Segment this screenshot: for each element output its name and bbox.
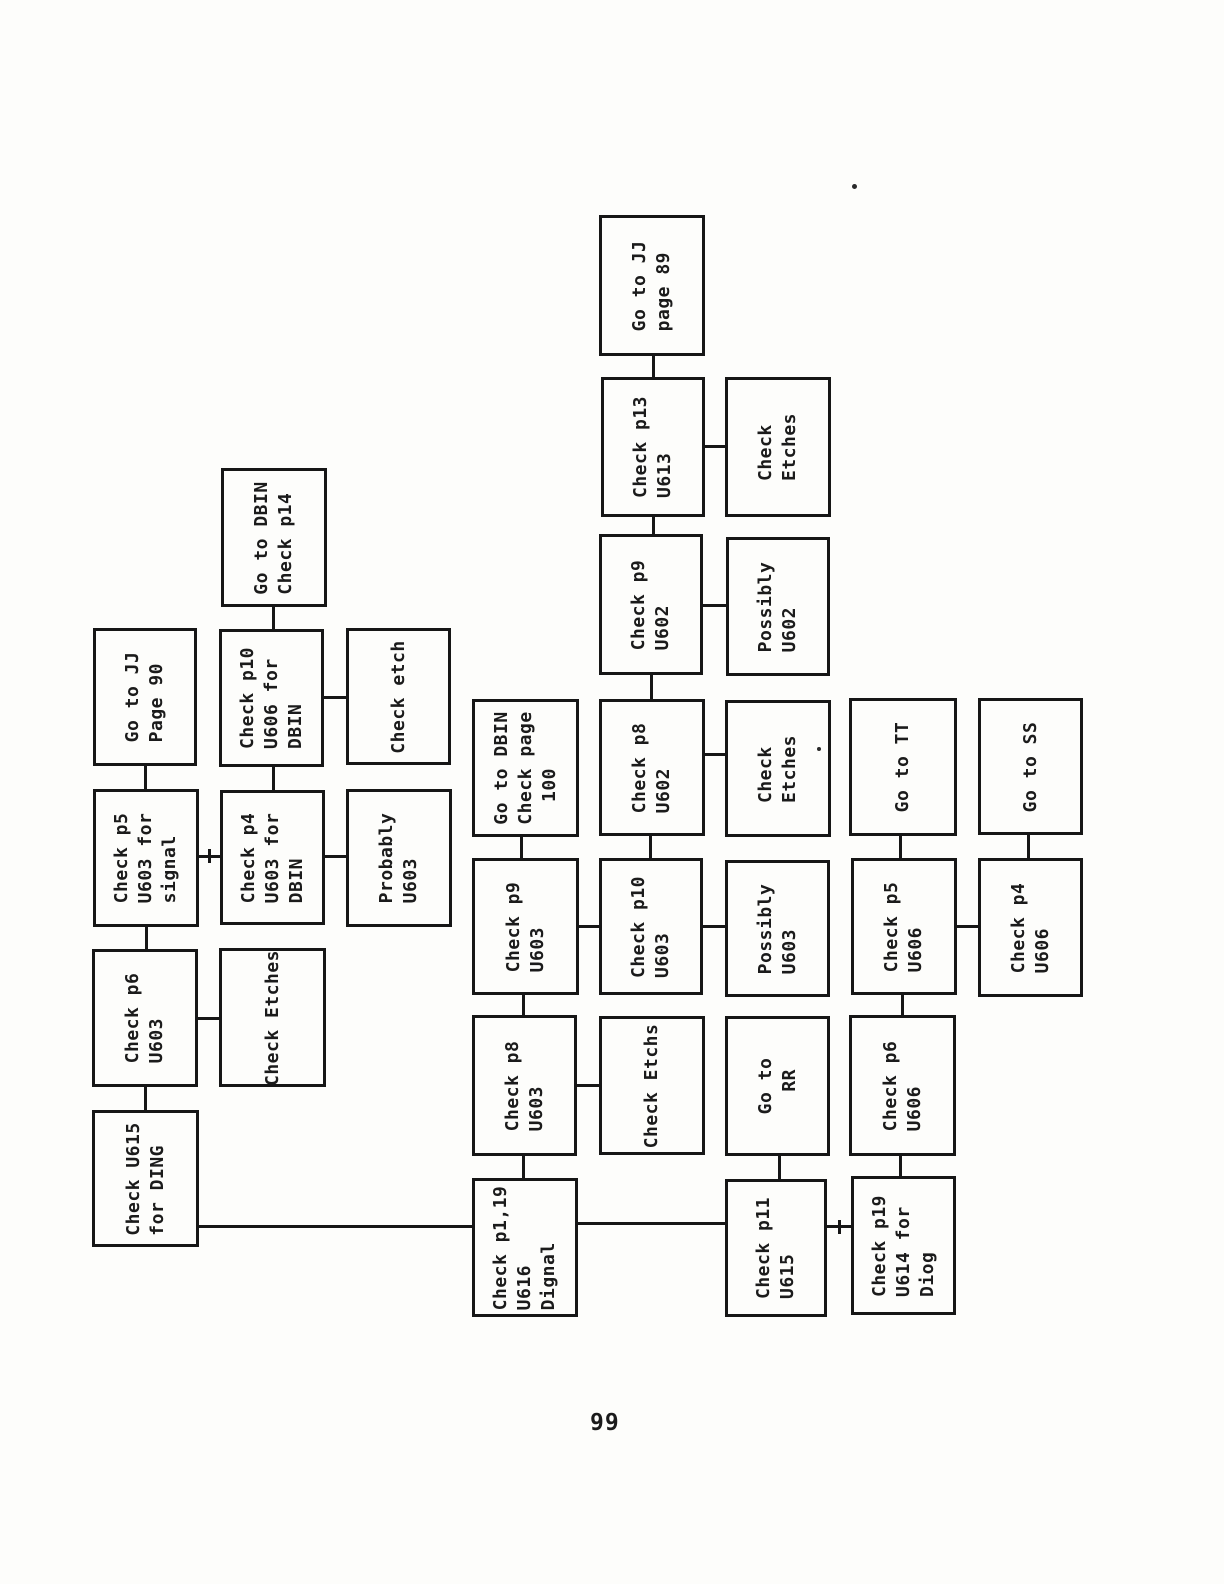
flowchart-box-label: Check etch <box>387 639 409 754</box>
flowchart-box-label: Check p9 U603 <box>502 881 548 972</box>
flowchart-box-label: Check p13 U613 <box>630 395 675 499</box>
connector-line <box>577 925 601 928</box>
flowchart-box-check-p6-u606: Check p6 U606 <box>849 1015 956 1156</box>
flowchart-box-check-u615-for-ding: Check U615 for DING <box>92 1110 199 1247</box>
flowchart-box-possibly-u603: Possibly U603 <box>725 860 830 997</box>
flowchart-box-label: Check p10 U606 for DBIN <box>236 646 306 750</box>
flowchart-box-label: Check p19 U614 for Diog <box>868 1194 938 1297</box>
connector-line <box>144 1087 147 1110</box>
connector-line <box>899 1156 902 1176</box>
flowchart-box-go-to-dbin-check-p14: Go to DBIN Check p14 <box>221 468 327 607</box>
flowchart-box-label: Check p11 U615 <box>753 1196 798 1300</box>
flowchart-box-check-p19-u614-for-diog: Check p19 U614 for Diog <box>851 1176 956 1315</box>
flowchart-box-label: Possibly U602 <box>755 561 800 652</box>
connector-line <box>703 753 727 756</box>
connector-line <box>520 837 523 858</box>
flowchart-box-probably-u603: Probably U603 <box>346 789 452 927</box>
flowchart-box-label: Check p10 U603 <box>628 875 673 978</box>
flowchart-box-check-p8-u602: Check p8 U602 <box>599 699 705 836</box>
connector-junction-tick <box>208 849 211 863</box>
flowchart-box-label: Check p5 U603 for signal <box>111 812 180 904</box>
flowchart-box-go-to-jj-page-90: Go to JJ Page 90 <box>93 628 197 766</box>
flowchart-box-label: Possibly U603 <box>754 883 800 974</box>
flowchart-box-label: Go to TT <box>892 721 913 813</box>
connector-line <box>899 836 902 858</box>
flowchart-box-label: Check Etchs <box>641 1023 662 1148</box>
flowchart-box-check-p6-u603: Check p6 U603 <box>92 949 198 1087</box>
flowchart-box-check-p1-19-u616-dignal: Check p1,19 U616 Dignal <box>472 1178 578 1317</box>
connector-line <box>522 995 525 1015</box>
scan-speck <box>852 184 857 189</box>
flowchart-box-check-etches-u602: Check Etches <box>725 700 831 837</box>
connector-line <box>652 517 655 534</box>
flowchart-box-check-p9-u603: Check p9 U603 <box>472 858 579 995</box>
connector-line <box>322 696 348 699</box>
flowchart-box-check-p8-u603: Check p8 U603 <box>472 1015 577 1156</box>
flowchart-box-label: Check Etches <box>261 949 283 1086</box>
page-number: 99 <box>590 1410 620 1436</box>
flowchart-box-label: Check p1,19 U616 Dignal <box>490 1185 559 1310</box>
flowchart-box-check-p5-u606: Check p5 U606 <box>851 858 957 995</box>
flowchart-box-check-etches-u613: Check Etches <box>725 377 831 517</box>
flowchart-box-check-p11-u615: Check p11 U615 <box>725 1179 827 1317</box>
flowchart-box-go-to-dbin-check-page-100: Go to DBIN Check page 100 <box>472 699 579 837</box>
flowchart-box-check-p10-u603: Check p10 U603 <box>599 858 703 995</box>
connector-line <box>778 1156 781 1179</box>
flowchart-box-label: Probably U603 <box>376 812 421 904</box>
flowchart-box-check-p13-u613: Check p13 U613 <box>601 377 705 517</box>
flowchart-box-label: Go to DBIN Check page 100 <box>490 711 560 825</box>
flowchart-box-label: Check p6 U606 <box>879 1040 925 1131</box>
flowchart-box-check-etch: Check etch <box>346 628 451 765</box>
flowchart-box-label: Check p9 U602 <box>628 559 673 650</box>
flowchart-box-label: Check p6 U603 <box>122 972 167 1064</box>
flowchart-box-check-p4-u606: Check p4 U606 <box>978 858 1083 997</box>
connector-junction-tick <box>838 1220 841 1234</box>
connector-line <box>650 675 653 699</box>
flowchart-box-label: Check p4 U606 <box>1007 882 1053 973</box>
connector-line <box>701 604 728 607</box>
connector-line <box>145 927 148 949</box>
flowchart-box-label: Check p8 U602 <box>629 722 674 813</box>
scan-speck <box>817 747 821 751</box>
flowchart-box-go-to-tt: Go to TT <box>849 698 957 836</box>
flowchart-box-label: Check p8 U603 <box>501 1040 547 1131</box>
flowchart-box-possibly-u602: Possibly U602 <box>726 537 830 676</box>
flowchart-box-label: Go to SS <box>1019 721 1041 812</box>
connector-line <box>272 607 275 629</box>
flowchart-box-label: Check Etches <box>755 734 800 803</box>
flowchart-box-go-to-jj-page-89: Go to JJ page 89 <box>599 215 705 356</box>
connector-line <box>144 766 147 789</box>
flowchart-box-check-p5-u603-for-signal: Check p5 U603 for signal <box>93 789 199 927</box>
connector-line <box>196 1017 221 1020</box>
flowchart-box-label: Check U615 for DING <box>122 1121 168 1236</box>
flowchart-box-go-to-ss: Go to SS <box>978 698 1083 835</box>
connector-line <box>701 925 727 928</box>
connector-line <box>323 855 348 858</box>
flowchart-box-check-etches-u603: Check Etches <box>219 948 326 1087</box>
flowchart-box-label: Check p5 U606 <box>881 881 926 972</box>
connector-line <box>649 836 652 858</box>
connector-line <box>575 1084 601 1087</box>
flowchart-box-check-p4-u603-for-dbin: Check p4 U603 for DBIN <box>220 790 325 925</box>
connector-line <box>901 995 904 1015</box>
flowchart-box-label: Check p4 U603 for DBIN <box>237 812 307 903</box>
connector-line <box>576 1222 727 1225</box>
flowchart-box-label: Check Etches <box>755 412 800 482</box>
connector-line <box>703 445 727 448</box>
flowchart-box-check-p9-u602: Check p9 U602 <box>599 534 703 675</box>
connector-line <box>652 356 655 377</box>
connector-line <box>197 1225 474 1228</box>
flowchart-box-label: Go to JJ Page 90 <box>122 651 167 743</box>
flowchart-box-label: Go to JJ page 89 <box>629 240 674 331</box>
flowchart-box-go-to-rr: Go to RR <box>725 1016 830 1156</box>
connector-line <box>1027 835 1030 858</box>
connector-line <box>272 766 275 790</box>
connector-line <box>522 1156 525 1178</box>
connector-line <box>955 925 980 928</box>
flowchart-box-label: Go to RR <box>754 1057 800 1115</box>
flowchart-box-check-etchs: Check Etchs <box>599 1016 705 1155</box>
flowchart-box-label: Go to DBIN Check p14 <box>251 480 296 595</box>
flowchart-box-check-p10-u606-for-dbin: Check p10 U606 for DBIN <box>219 629 324 767</box>
